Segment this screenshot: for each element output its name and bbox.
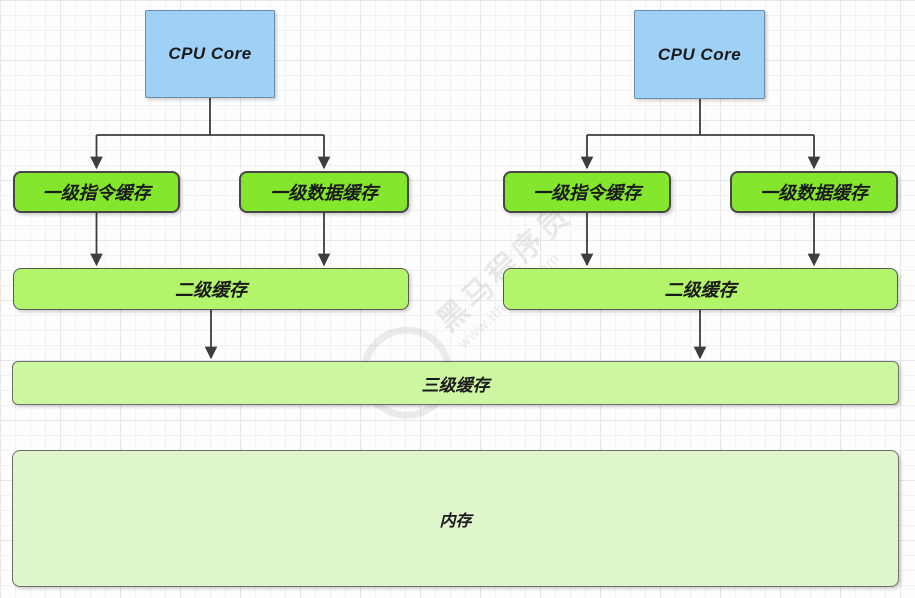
node-l2-cache-right: 二级缓存 xyxy=(503,268,898,310)
node-l1-data-cache-left: 一级数据缓存 xyxy=(239,171,409,213)
node-label: 一级数据缓存 xyxy=(270,183,378,203)
node-label: 内存 xyxy=(439,512,472,530)
node-l2-cache-left: 二级缓存 xyxy=(13,268,409,310)
node-label: 二级缓存 xyxy=(175,280,247,300)
node-label: 一级指令缓存 xyxy=(42,183,151,203)
node-label: CPU Core xyxy=(657,44,742,64)
node-label: 二级缓存 xyxy=(664,280,737,300)
node-label: 三级缓存 xyxy=(421,375,490,395)
node-l3-cache: 三级缓存 xyxy=(12,361,899,405)
node-cpu-core-left: CPU Core xyxy=(145,10,275,98)
node-l1-instruction-cache-left: 一级指令缓存 xyxy=(13,171,180,213)
node-label: 一级数据缓存 xyxy=(760,183,868,203)
node-label: CPU Core xyxy=(168,44,252,63)
node-label: 一级指令缓存 xyxy=(533,183,641,203)
node-memory: 内存 xyxy=(12,450,899,587)
node-l1-instruction-cache-right: 一级指令缓存 xyxy=(503,171,671,213)
node-l1-data-cache-right: 一级数据缓存 xyxy=(730,171,898,213)
node-cpu-core-right: CPU Core xyxy=(634,10,765,99)
